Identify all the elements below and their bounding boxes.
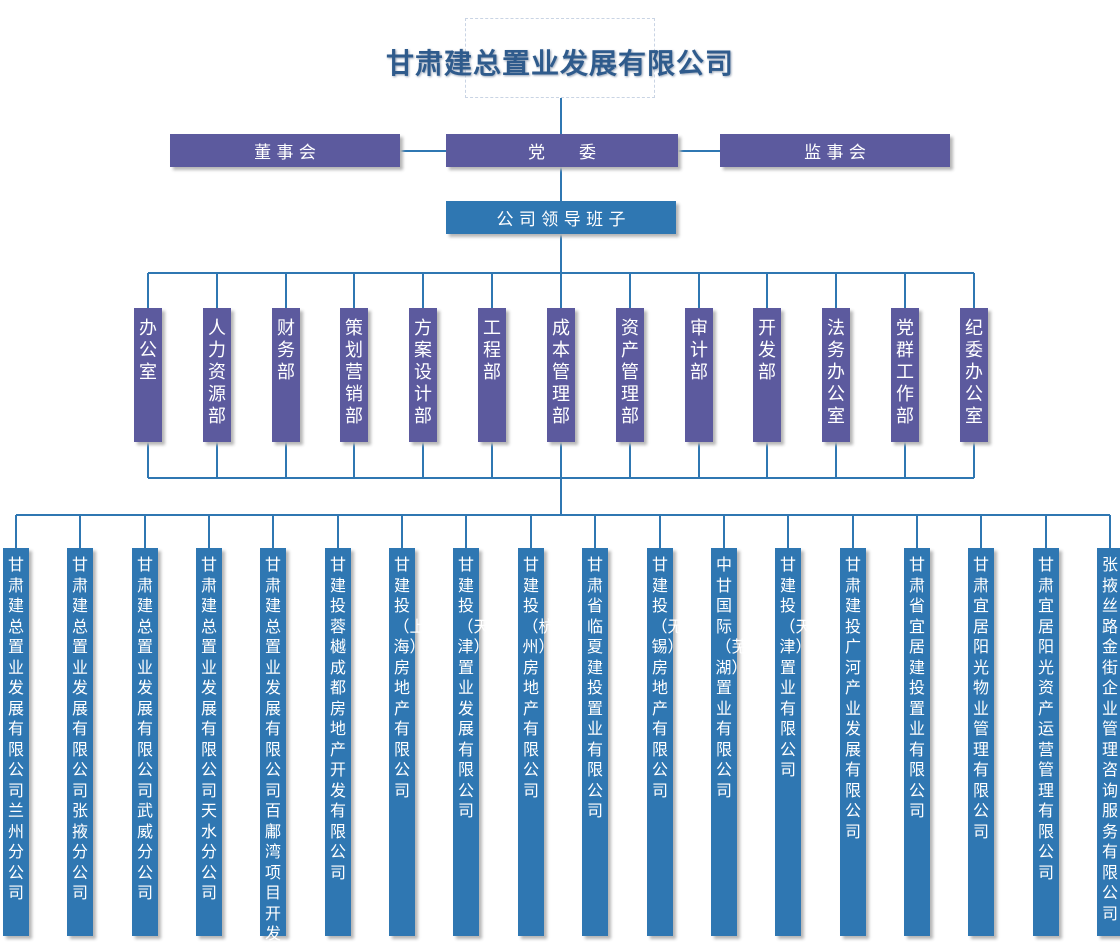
subsidiary-label: 张掖丝路金街企业管理咨询服务有限公司	[1101, 555, 1118, 923]
department-box: 成本管理部	[547, 308, 575, 442]
subsidiary-box: 中甘国际（芜湖）置业有限公司	[711, 548, 748, 936]
subsidiary-box: 甘肃宜居阳光物业管理有限公司	[968, 548, 994, 936]
department-label: 人力资源部	[208, 318, 226, 427]
department-box: 资产管理部	[616, 308, 644, 442]
subsidiary-box: 甘建投（杭州）房地产有限公司	[518, 548, 555, 936]
department-box: 财务部	[272, 308, 300, 442]
department-label: 资产管理部	[621, 318, 639, 427]
subsidiary-label: 甘建投（天津）置业有限公司	[779, 555, 812, 779]
subsidiary-label: 甘肃建总置业发展有限公司武威分公司	[136, 555, 153, 902]
leadership-team-box: 公 司 领 导 班 子	[446, 201, 676, 234]
department-box: 纪委办公室	[960, 308, 988, 442]
department-box: 办公室	[134, 308, 162, 442]
subsidiary-label: 甘肃宜居阳光物业管理有限公司	[972, 555, 989, 841]
subsidiary-label: 甘建投（无锡）房地产有限公司	[651, 555, 684, 800]
title-frame	[465, 18, 655, 98]
board-of-directors-box: 董 事 会	[170, 134, 400, 167]
subsidiary-box: 甘肃建总置业发展有限公司天水分公司	[196, 548, 222, 936]
department-label: 策划营销部	[345, 318, 363, 427]
subsidiary-box: 甘建投蓉樾成都房地产开发有限公司	[325, 548, 351, 936]
subsidiary-label: 甘肃建总置业发展有限公司张掖分公司	[71, 555, 88, 902]
supervisory-board-box: 监 事 会	[720, 134, 950, 167]
department-box: 党群工作部	[891, 308, 919, 442]
department-box: 工程部	[478, 308, 506, 442]
subsidiary-label: 甘建投（天津）置业发展有限公司	[457, 555, 490, 820]
subsidiary-box: 甘肃建总置业发展有限公司武威分公司	[132, 548, 158, 936]
subsidiary-label: 甘建投蓉樾成都房地产开发有限公司	[329, 555, 346, 882]
department-box: 法务办公室	[822, 308, 850, 442]
department-box: 开发部	[753, 308, 781, 442]
department-box: 方案设计部	[409, 308, 437, 442]
department-label: 方案设计部	[414, 318, 432, 427]
subsidiary-box: 甘建投（无锡）房地产有限公司	[647, 548, 684, 936]
department-label: 成本管理部	[552, 318, 570, 427]
subsidiary-label: 中甘国际（芜湖）置业有限公司	[715, 555, 748, 800]
department-label: 办公室	[139, 318, 157, 383]
department-label: 开发部	[758, 318, 776, 383]
subsidiary-box: 甘建投（天津）置业发展有限公司	[453, 548, 490, 936]
subsidiary-label: 甘肃建投广河产业发展有限公司	[844, 555, 861, 841]
subsidiary-box: 甘肃建总置业发展有限公司兰州分公司	[3, 548, 29, 936]
department-box: 审计部	[685, 308, 713, 442]
subsidiary-box: 甘建投（天津）置业有限公司	[775, 548, 812, 936]
subsidiary-label: 甘肃宜居阳光资产运营管理有限公司	[1037, 555, 1054, 882]
party-committee-box: 党 委	[446, 134, 678, 167]
department-label: 工程部	[483, 318, 501, 383]
department-label: 法务办公室	[827, 318, 845, 427]
department-label: 财务部	[277, 318, 295, 383]
subsidiary-label: 甘建投（上海）房地产有限公司	[393, 555, 426, 800]
subsidiary-box: 甘建投（上海）房地产有限公司	[389, 548, 426, 936]
subsidiary-box: 甘肃省临夏建投置业有限公司	[582, 548, 608, 936]
subsidiary-box: 甘肃建总置业发展有限公司张掖分公司	[67, 548, 93, 936]
subsidiary-box: 张掖丝路金街企业管理咨询服务有限公司	[1097, 548, 1120, 936]
subsidiary-box: 甘肃宜居阳光资产运营管理有限公司	[1033, 548, 1059, 936]
subsidiary-label: 甘肃省临夏建投置业有限公司	[586, 555, 603, 820]
subsidiary-label: 甘肃建总置业发展有限公司天水分公司	[200, 555, 217, 902]
subsidiary-box: 甘肃建总置业发展有限公司百鄘湾项目开发公司	[260, 548, 286, 942]
department-label: 纪委办公室	[965, 318, 983, 427]
subsidiary-label: 甘肃建总置业发展有限公司兰州分公司	[7, 555, 24, 902]
subsidiary-label: 甘肃省宜居建投置业有限公司	[908, 555, 925, 820]
department-label: 审计部	[690, 318, 708, 383]
subsidiary-label: 甘建投（杭州）房地产有限公司	[522, 555, 555, 800]
subsidiary-box: 甘肃建投广河产业发展有限公司	[840, 548, 866, 936]
subsidiary-label: 甘肃建总置业发展有限公司百鄘湾项目开发公司	[264, 555, 281, 942]
chart-title: 甘肃建总置业发展有限公司	[385, 47, 734, 80]
department-box: 策划营销部	[340, 308, 368, 442]
subsidiary-box: 甘肃省宜居建投置业有限公司	[904, 548, 930, 936]
department-box: 人力资源部	[203, 308, 231, 442]
department-label: 党群工作部	[896, 318, 914, 427]
